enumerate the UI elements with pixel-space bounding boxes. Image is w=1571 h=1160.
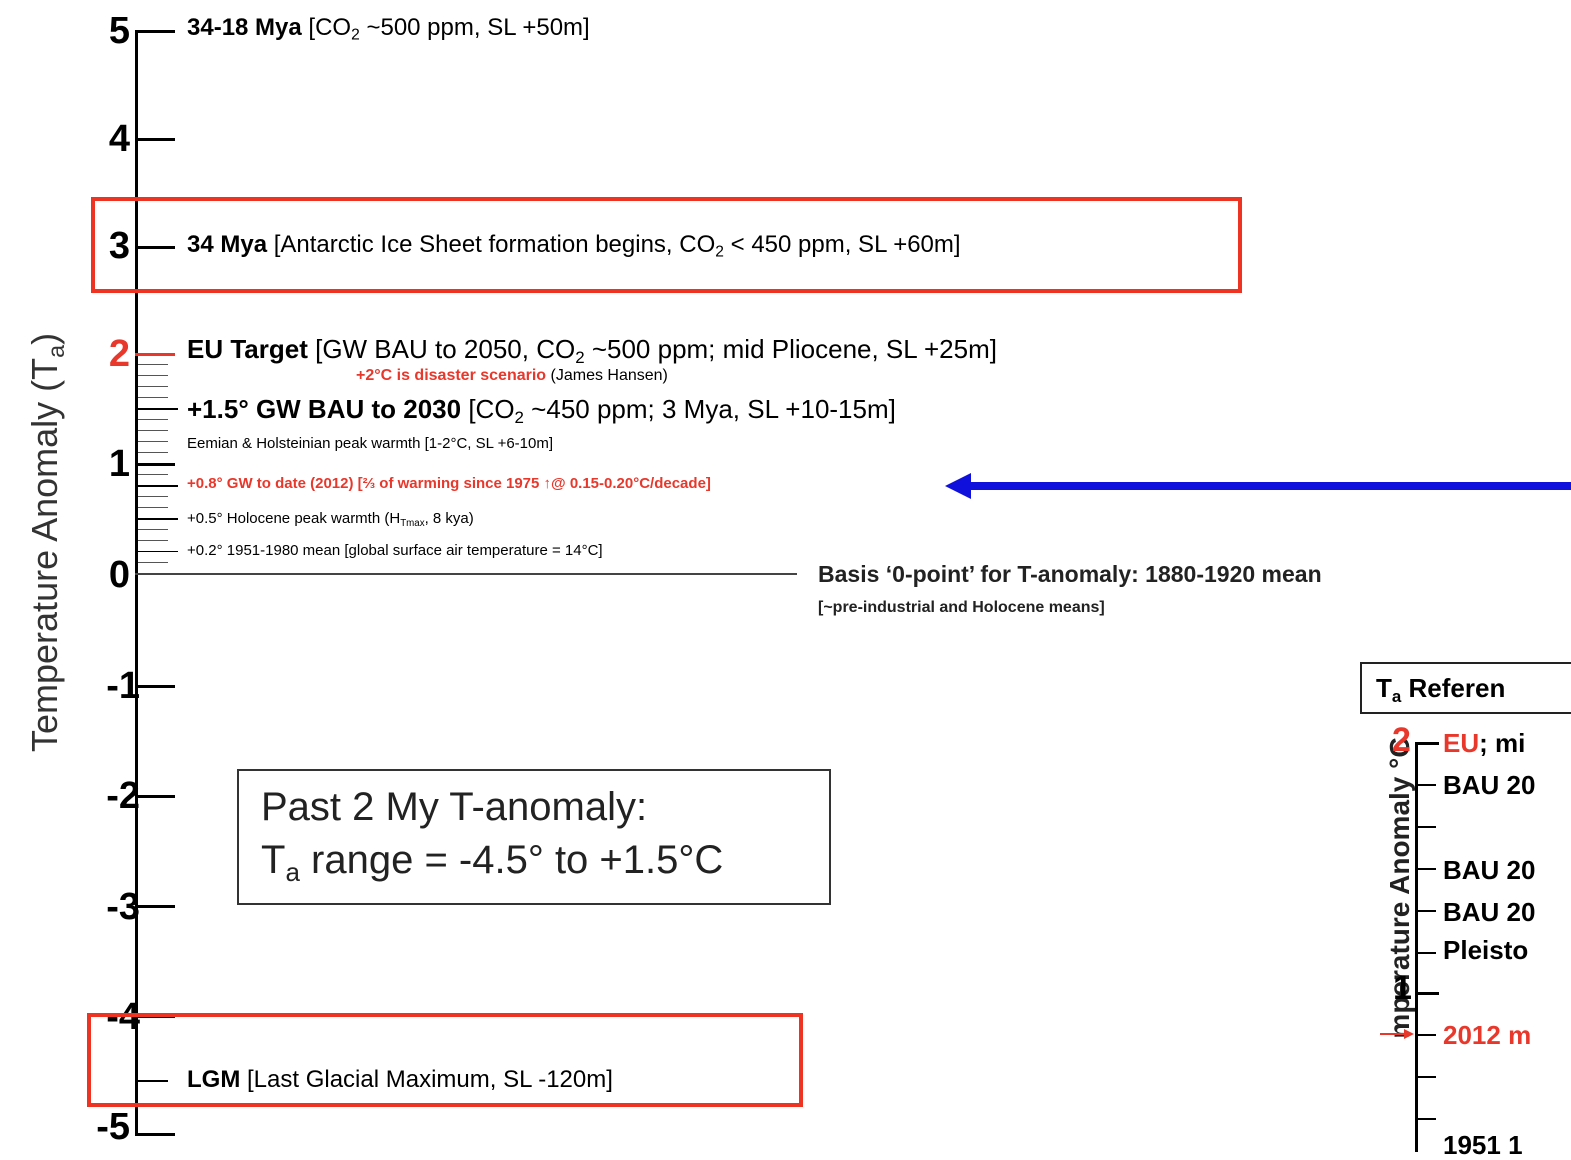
entry-34-mya: 34 Mya [Antarctic Ice Sheet formation be…	[187, 231, 961, 261]
minor-tick	[138, 540, 168, 541]
entry-lgm: LGM [Last Glacial Maximum, SL -120m]	[187, 1066, 613, 1093]
minor-tick	[138, 562, 168, 563]
inset-row-2012: 2012 m	[1443, 1020, 1532, 1050]
major-tick-neg3	[135, 905, 175, 908]
entry-eemian: Eemian & Holsteinian peak warmth [1-2°C,…	[187, 435, 554, 452]
minor-tick	[138, 507, 168, 508]
inset-axis-line	[1415, 742, 1418, 1152]
basis-zero-point-title: Basis ‘0-point’ for T-anomaly: 1880-1920…	[818, 561, 1322, 587]
inset-major-tick-1	[1415, 992, 1439, 995]
past-2my-box: Past 2 My T-anomaly: Ta range = -4.5° to…	[237, 769, 831, 905]
inset-row-bau-3: BAU 20	[1443, 897, 1536, 927]
inset-minor-tick	[1418, 784, 1436, 786]
basis-zero-point-note: [~pre-industrial and Holocene means]	[818, 599, 1105, 616]
minor-tick	[138, 419, 168, 420]
tick-1: 1	[108, 443, 130, 485]
major-tick-neg5	[135, 1133, 175, 1136]
tick-neg4: -4	[106, 996, 140, 1038]
major-tick-4	[135, 138, 175, 141]
inset-row-bau-1: BAU 20	[1443, 770, 1536, 800]
inset-header-box: Ta Referen	[1360, 662, 1571, 714]
entry-1951-1980-mean: +0.2° 1951-1980 mean [global surface air…	[187, 542, 603, 559]
entry-gw-2012: +0.8° GW to date (2012) [⅔ of warming si…	[187, 475, 711, 492]
entry-bau-2030: +1.5° GW BAU to 2030 [CO2 ~450 ppm; 3 My…	[187, 394, 896, 428]
minor-tick	[138, 529, 168, 530]
minor-tick	[138, 452, 168, 453]
minor-tick	[138, 386, 168, 387]
inset-minor-tick	[1418, 1118, 1436, 1120]
leader-tick-1-5	[138, 408, 178, 410]
major-tick-neg1	[135, 685, 175, 688]
main-axis-line	[135, 30, 138, 1136]
tick-neg3: -3	[106, 886, 140, 928]
inset-minor-tick	[1418, 1076, 1436, 1078]
major-tick-5	[135, 30, 175, 33]
minor-tick	[138, 375, 168, 376]
inset-row-eu: EU; mi	[1443, 728, 1526, 758]
leader-tick-0-2	[138, 551, 178, 552]
inset-major-tick-2	[1415, 742, 1439, 745]
inset-row-1951: 1951 1	[1443, 1130, 1523, 1160]
entry-eu-target: EU Target [GW BAU to 2050, CO2 ~500 ppm;…	[187, 334, 997, 368]
leader-tick-0-8	[138, 485, 178, 487]
inset-minor-tick	[1418, 868, 1436, 870]
pointer-arrow	[945, 473, 1571, 499]
minor-tick	[138, 397, 168, 398]
past-2my-line2: Ta range = -4.5° to +1.5°C	[261, 838, 724, 887]
major-tick-neg2	[135, 795, 175, 798]
leader-tick-0-5	[138, 518, 178, 520]
minor-tick	[138, 430, 168, 431]
entry-hansen-note: +2°C is disaster scenario (James Hansen)	[356, 367, 668, 384]
minor-tick	[138, 496, 168, 497]
inset-minor-tick	[1418, 910, 1436, 912]
zero-line	[135, 573, 797, 575]
entry-34-18-mya: 34-18 Mya [CO2 ~500 ppm, SL +50m]	[187, 14, 590, 44]
past-2my-line1: Past 2 My T-anomaly:	[261, 785, 648, 829]
tick-5: 5	[108, 10, 130, 52]
major-tick-1	[135, 463, 175, 466]
inset-minor-tick	[1418, 826, 1436, 828]
inset-tick-2: 2	[1392, 721, 1411, 759]
minor-tick	[138, 364, 168, 365]
tick-3: 3	[108, 225, 130, 267]
inset-row-pleistocene: Pleisto	[1443, 935, 1529, 965]
highlight-box-lgm	[87, 1013, 803, 1107]
major-tick-3	[135, 246, 175, 249]
tick-neg5: -5	[96, 1106, 130, 1148]
tick-4: 4	[108, 118, 130, 160]
inset-row-bau-2: BAU 20	[1443, 855, 1536, 885]
tick-0: 0	[108, 554, 130, 596]
minor-tick	[138, 474, 168, 475]
minor-tick	[138, 441, 168, 442]
inset-header-text: Ta Referen	[1376, 673, 1506, 707]
inset-minor-tick	[1418, 1034, 1436, 1036]
y-axis-title: Temperature Anomaly (Ta)	[24, 332, 70, 752]
major-tick-2	[135, 353, 175, 356]
tick-neg1: -1	[106, 665, 140, 707]
inset-tick-1: 1	[1393, 969, 1412, 1007]
tick-neg2: -2	[106, 775, 140, 817]
entry-holocene-peak: +0.5° Holocene peak warmth (HTmax, 8 kya…	[187, 510, 474, 529]
highlight-box-34-mya	[91, 197, 1242, 293]
leader-tick-lgm	[138, 1080, 168, 1082]
inset-minor-tick	[1418, 952, 1436, 954]
inset-red-arrow-icon	[1380, 1029, 1414, 1039]
tick-2: 2	[108, 333, 130, 375]
